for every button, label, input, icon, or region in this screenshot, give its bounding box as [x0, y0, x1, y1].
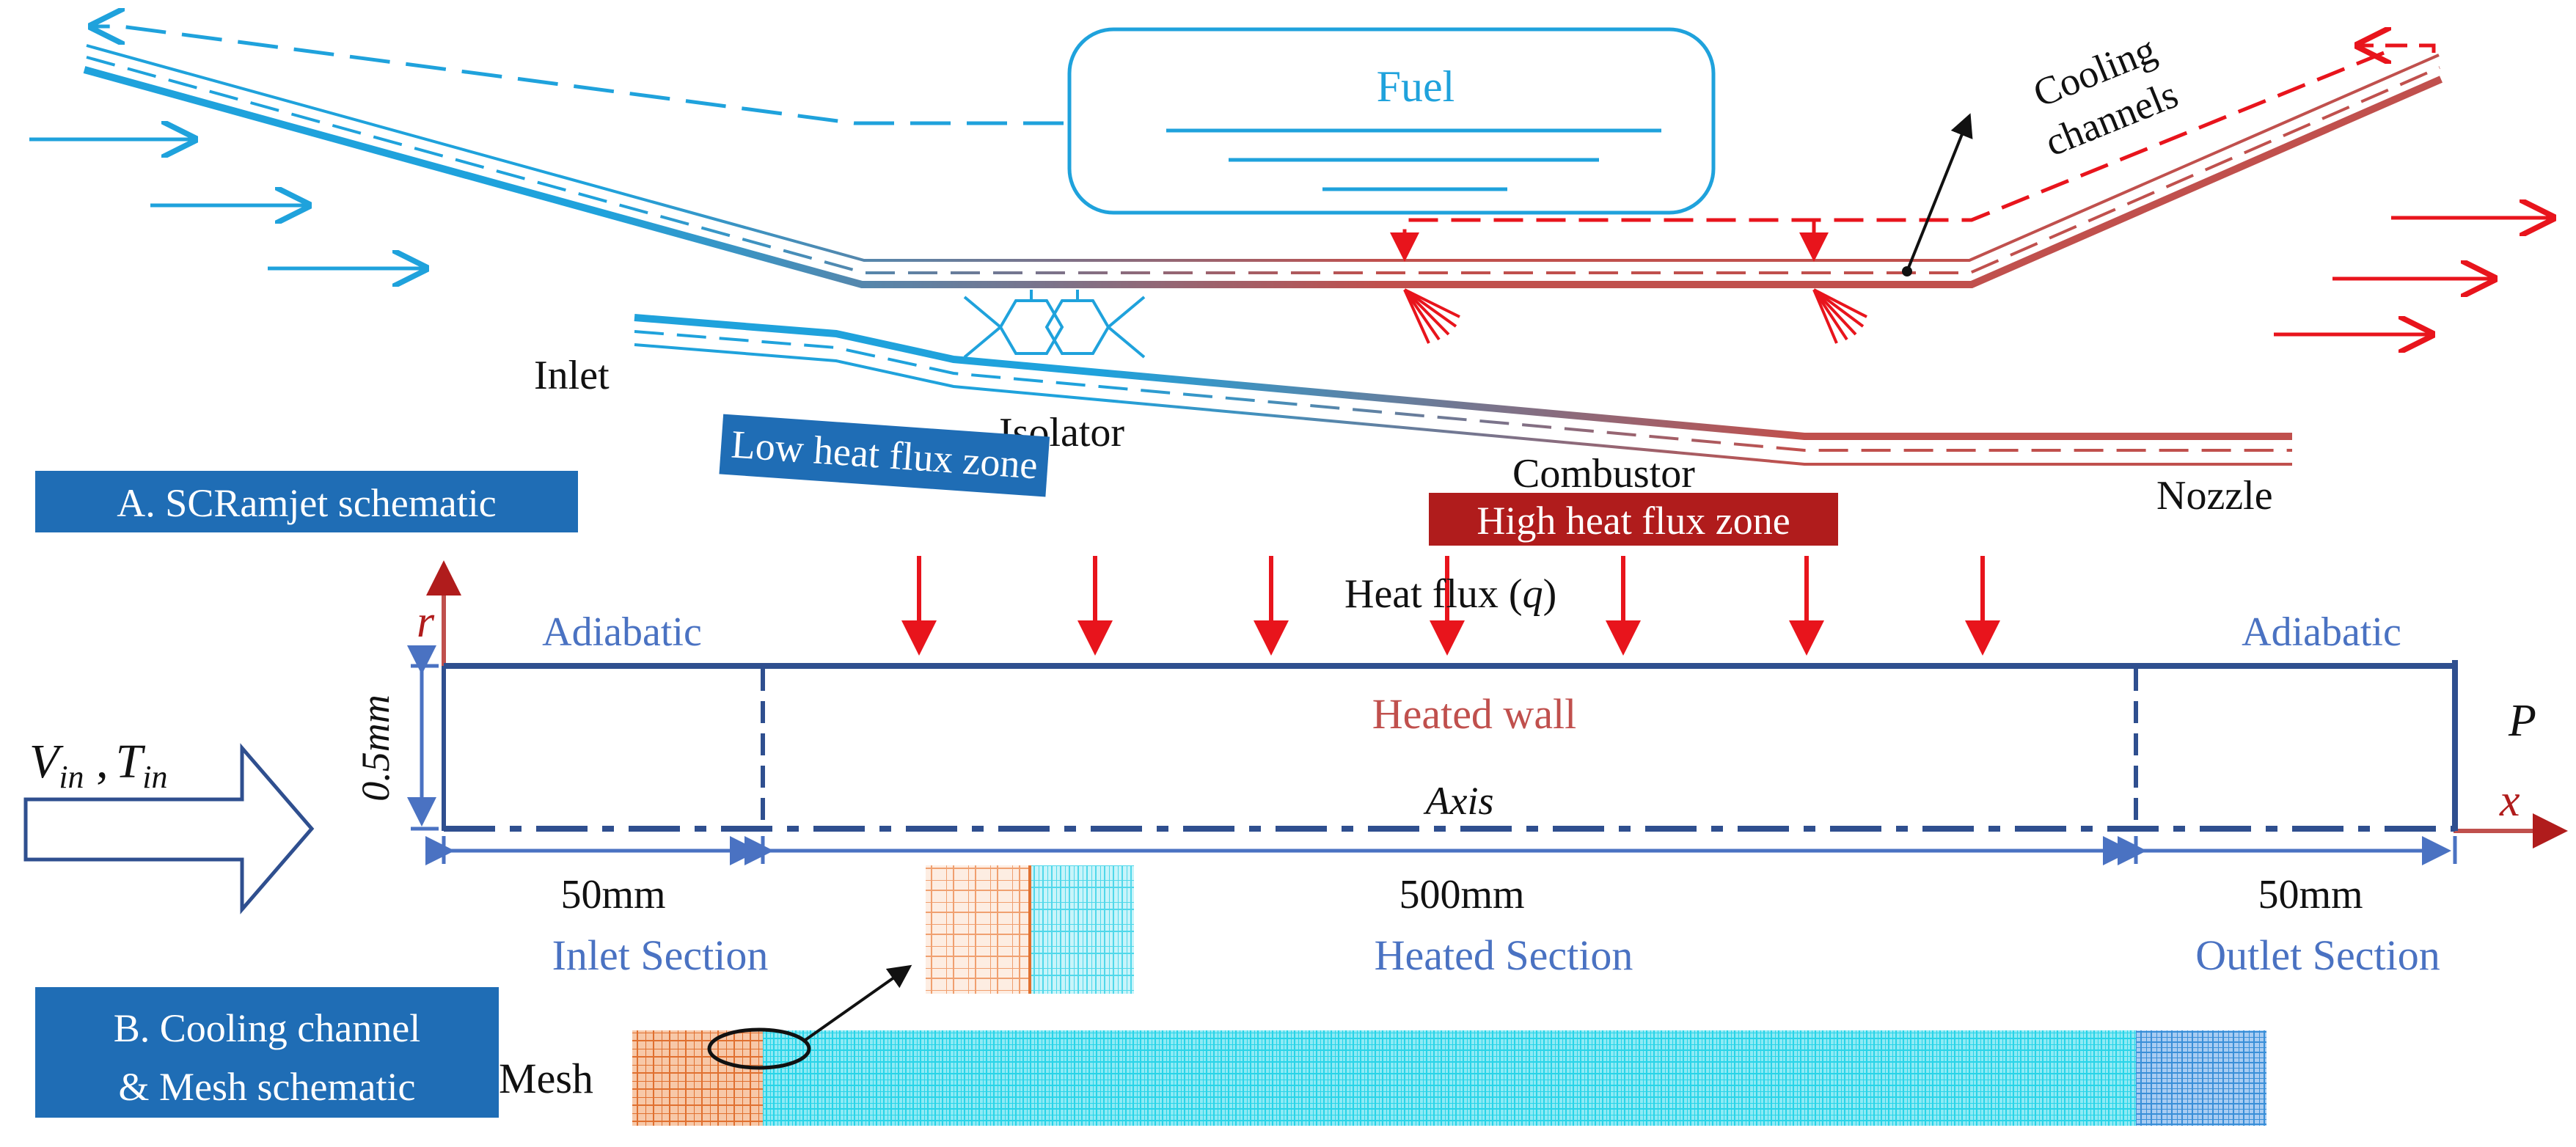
- mesh-zoom-pointer: [804, 964, 912, 1041]
- inlet-label: Inlet: [534, 353, 610, 398]
- inflow-conditions-label: Vin ,Tin: [29, 735, 168, 795]
- coolant-branch-line: [1390, 51, 2385, 262]
- adiabatic-left-label: Adiabatic: [542, 609, 702, 655]
- fuel-return-line: [92, 26, 1064, 125]
- cooling-channels-label: Cooling channels: [2027, 27, 2184, 165]
- shock-train-icon: [963, 290, 1146, 359]
- heated-length-label: 500mm: [1399, 872, 1524, 917]
- axis-label: Axis: [1424, 779, 1494, 823]
- x-axis-label: x: [2499, 776, 2520, 826]
- section-a-tag: A. SCRamjet schematic: [35, 471, 578, 532]
- exhaust-arrows: [2274, 218, 2553, 334]
- combustor-label: Combustor: [1512, 451, 1695, 496]
- mesh-zoom-callout: [707, 1027, 811, 1070]
- mesh-schematic: Mesh B. Cooling channel & Mesh schematic: [35, 865, 2266, 1126]
- inflow-arrow: [23, 743, 315, 915]
- low-heat-flux-zone-tag: Low heat flux zone: [719, 414, 1050, 497]
- section-b-tag: B. Cooling channel & Mesh schematic: [35, 987, 499, 1118]
- upper-coolant-line: [86, 56, 2440, 274]
- freestream-arrows: [29, 139, 425, 268]
- cooling-channel-pointer: [1906, 113, 1973, 272]
- adiabatic-right-label: Adiabatic: [2242, 609, 2401, 655]
- mesh-outlet-region: [2136, 1030, 2266, 1126]
- outlet-pressure-label: P: [2508, 696, 2536, 746]
- fuel-injector-right: [1812, 288, 1867, 344]
- mesh-heated-region: [763, 1030, 2136, 1126]
- lower-coolant-line: [634, 330, 2292, 452]
- section-a-text: A. SCRamjet schematic: [117, 481, 496, 525]
- outlet-length-label: 50mm: [2258, 872, 2363, 917]
- lower-wall-liner: [634, 343, 2292, 466]
- heated-wall-label: Heated wall: [1372, 690, 1577, 738]
- cooling-channel-schematic: r x Adiabatic Adiabatic Heated wall Axis…: [23, 556, 2568, 979]
- height-label: 0.5mm: [354, 695, 398, 802]
- nozzle-label: Nozzle: [2156, 473, 2273, 518]
- r-axis-label: r: [417, 597, 435, 647]
- lower-wall: [634, 314, 2292, 440]
- scramjet-schematic: Fuel: [29, 26, 2553, 546]
- section-b-text-line1: B. Cooling channel: [114, 1006, 420, 1050]
- inlet-length-label: 50mm: [560, 872, 665, 917]
- fuel-tank: [1067, 27, 1716, 215]
- coolant-supply-line: [2358, 45, 2436, 53]
- cooling-channel-pointer-dot: [1902, 266, 1912, 276]
- heat-flux-arrows: [901, 556, 2000, 656]
- length-dimensions: [425, 836, 2457, 865]
- mesh-inlet-region: [632, 1030, 763, 1126]
- fuel-injector-left: [1403, 288, 1460, 344]
- inlet-section-label: Inlet Section: [552, 931, 769, 979]
- mesh-zoom-inset: [926, 865, 1134, 994]
- upper-wall: [83, 66, 2443, 288]
- heat-flux-label: Heat flux (q): [1344, 571, 1556, 617]
- heated-section-label: Heated Section: [1375, 931, 1633, 979]
- outlet-section-label: Outlet Section: [2195, 931, 2440, 979]
- fuel-level-lines: [1166, 128, 1661, 191]
- fuel-label: Fuel: [1377, 62, 1455, 111]
- high-heat-flux-zone-tag: High heat flux zone: [1429, 493, 1838, 546]
- mesh-label: Mesh: [499, 1055, 593, 1102]
- high-zone-text: High heat flux zone: [1477, 499, 1790, 543]
- section-b-text-line2: & Mesh schematic: [119, 1065, 416, 1109]
